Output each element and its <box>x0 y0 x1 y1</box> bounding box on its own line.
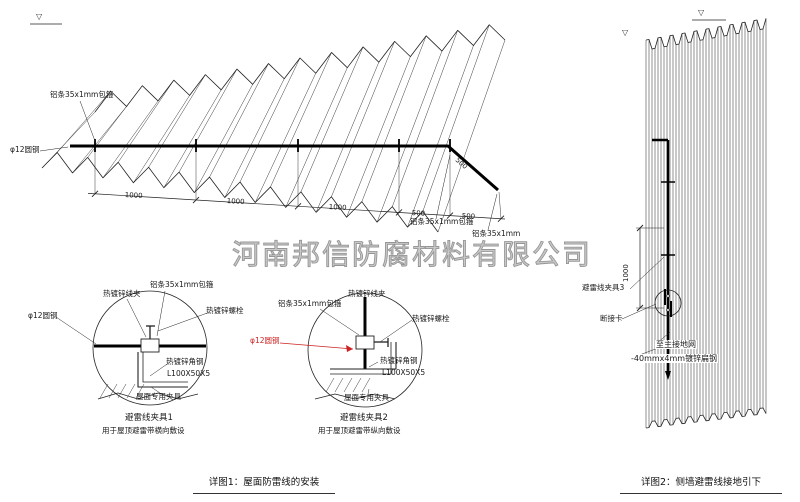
elevation-mark-icon: ▽ <box>36 12 43 21</box>
detail1-label-angle-steel: 热镀锌角钢 <box>166 357 204 366</box>
dimension-1000: 1000 <box>226 197 245 207</box>
company-watermark: 河南邦信防腐材料有限公司 <box>232 238 593 272</box>
detail1-label-roof-clamp: 屋面专用夹具 <box>136 392 181 401</box>
detail2-label-aluminum-strip: 铝条35x1mm包箍 <box>278 299 342 308</box>
detail1-label-round-steel: φ12圆钢 <box>28 311 58 320</box>
detail2-subtitle: 用于屋顶避雷带纵向敷设 <box>318 426 401 435</box>
elevation-mark-icon: ▽ <box>698 8 705 17</box>
detail2-label-angle-steel: 热镀锌角钢 <box>380 356 418 365</box>
detail1-label-bolt: 热镀锌螺栓 <box>206 306 244 315</box>
detail2-label-round-steel: φ12圆钢 <box>250 336 280 345</box>
detail1-label-angle-size: L100X50X5 <box>167 369 211 378</box>
wall-label-clamp3: 避雷线夹具3 <box>582 283 625 292</box>
roof-label-round-steel: φ12圆钢 <box>10 145 40 154</box>
roof-label-aluminum-strip-right2: 铝条35x1mm <box>472 229 521 238</box>
wall-dimension-1000: 1000 <box>622 264 630 282</box>
detail1-subtitle: 用于屋顶避雷带横向敷设 <box>102 426 185 435</box>
dimension-500: 500 <box>461 212 476 221</box>
wall-label-disconnect-link: 断接卡 <box>600 314 623 323</box>
caption-detail2: 详图2：侧墙避雷线接地引下 <box>620 474 782 494</box>
dimension-1000: 1000 <box>328 203 347 213</box>
roof-label-aluminum-strip: 铝条35x1mm包箍 <box>50 90 114 99</box>
detail1-title: 避雷线夹具1 <box>125 413 173 423</box>
detail2-title: 避雷线夹具2 <box>340 413 388 423</box>
wall-label-flat-steel: -40mmx4mm镀锌扁钢 <box>630 354 719 364</box>
elevation-mark-icon: ▽ <box>622 28 629 37</box>
dimension-500: 500 <box>411 209 426 218</box>
detail1-label-wire-clip: 热镀锌线夹 <box>103 289 141 298</box>
detail2-label-bolt: 热镀锌螺栓 <box>412 314 450 323</box>
roof-label-aluminum-strip-right: 铝条35x1mm包箍 <box>410 217 474 226</box>
detail2-label-angle-size: L100X50X5 <box>382 368 426 377</box>
detail2-label-roof-clamp: 屋面专用夹具 <box>344 393 389 402</box>
caption-detail1: 详图1：屋面防雷线的安装 <box>193 474 335 494</box>
detail2-label-wire-clip: 热镀锌线夹 <box>348 289 386 298</box>
wall-label-to-ground-grid: 至主接地网 <box>655 340 697 350</box>
dimension-1000: 1000 <box>124 191 143 201</box>
detail1-label-aluminum-strip: 铝条35x1mm包箍 <box>150 280 214 289</box>
